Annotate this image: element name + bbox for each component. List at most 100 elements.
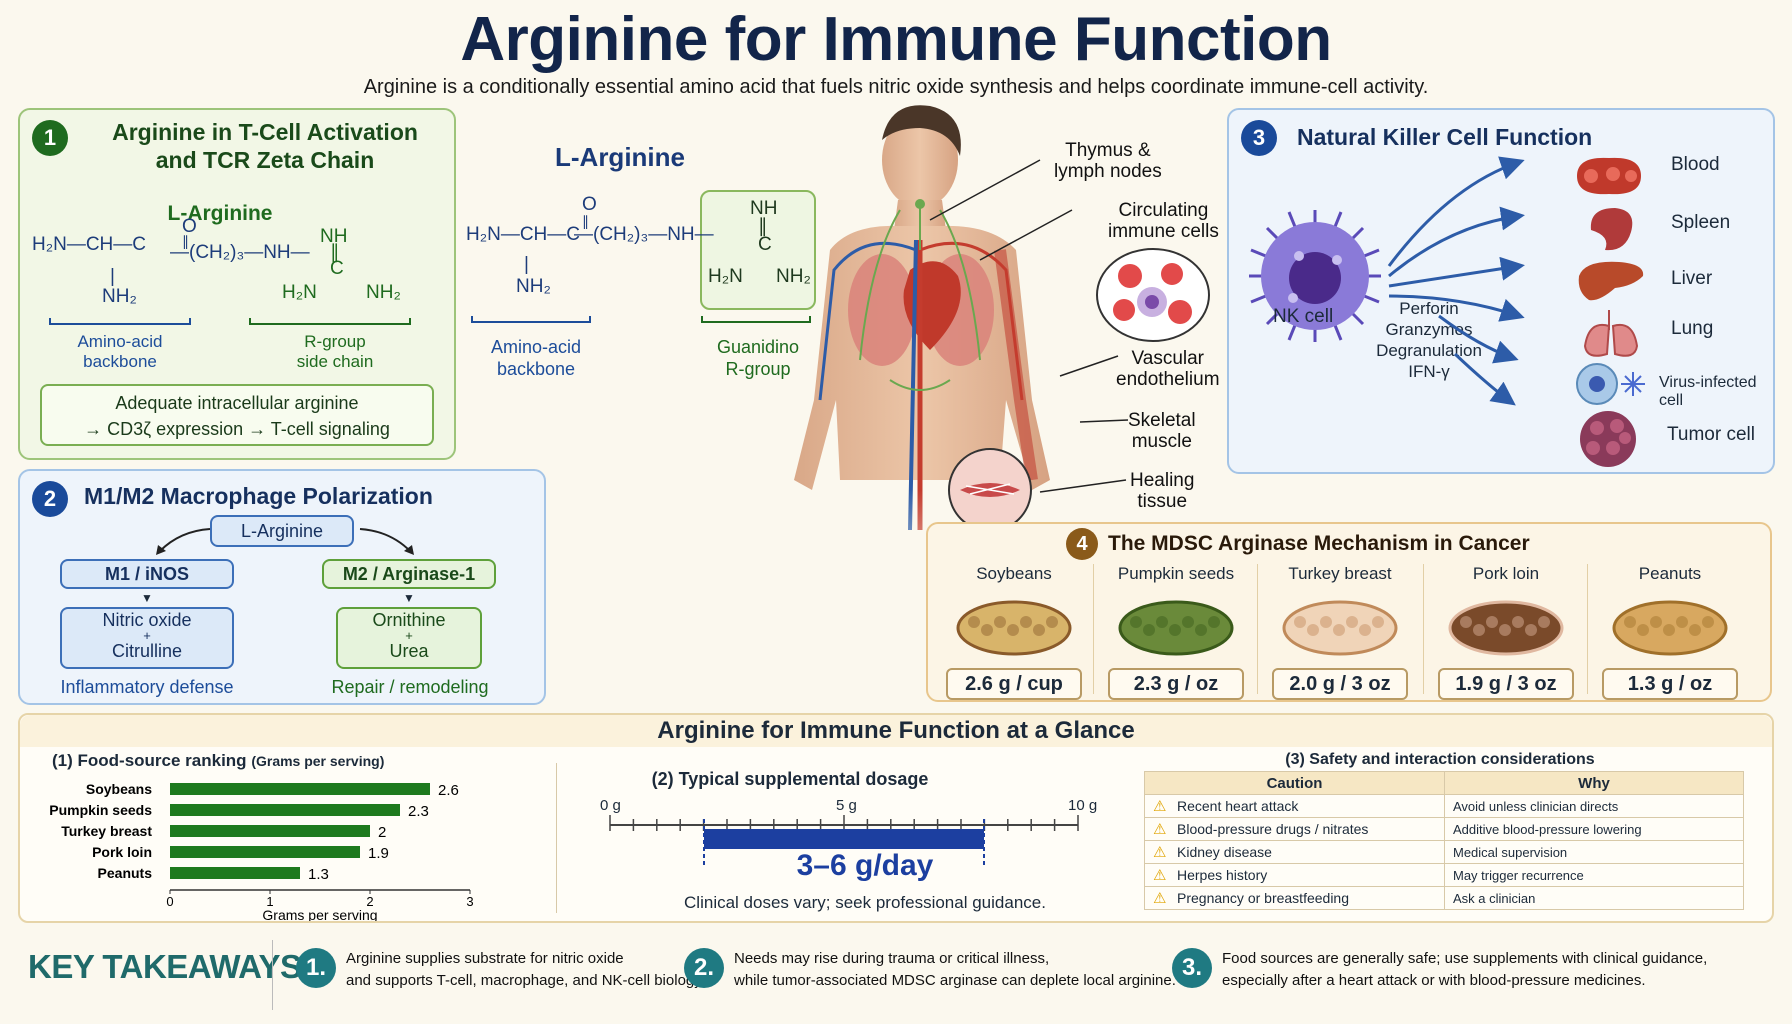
bar-category-label: Turkey breast [61,823,152,839]
dosage-value: 3–6 g/day [796,849,934,882]
m1-product-plus: + [143,628,151,643]
food-image [1612,600,1728,656]
label-line: Circulating [1118,200,1209,221]
food-image [1282,600,1398,656]
safety-why-cell: May trigger recurrence [1444,863,1744,887]
svg-text:∥: ∥ [758,216,768,237]
target-tumor-cell: Tumor cell [1667,424,1755,445]
bar-category-label: Soybeans [86,781,152,797]
target-spleen: Spleen [1671,212,1731,233]
label-line: immune cells [1108,221,1219,242]
m1-node: M1 / iNOS [60,559,234,589]
tcell-note-box: Adequate intracellular arginine → CD3ζ e… [40,384,434,446]
m2-product: Urea [389,641,429,661]
target-lung: Lung [1671,318,1714,339]
m2-node: M2 / Arginase-1 [322,559,496,589]
m1-down-arrow: ▼ [141,591,153,605]
food-image [1448,600,1564,656]
svg-text:∥: ∥ [582,213,589,229]
takeaway-text: Arginine supplies substrate for nitric o… [346,948,705,992]
page-subtitle: Arginine is a conditionally essential am… [363,76,1429,98]
panel-title-line: and TCR Zeta Chain [155,147,375,173]
food-card-divider [1423,564,1424,694]
takeaway-line: especially after a heart attack or with … [1222,972,1646,989]
safety-header-caution: Caution [1144,771,1445,795]
ranking-title: (1) Food-source ranking (Grams per servi… [52,751,384,771]
m2-products-box: Ornithine + Urea [336,607,482,669]
svg-text:∥: ∥ [330,242,340,263]
safety-why-cell: Ask a clinician [1444,886,1744,910]
bar-value-label: 1.9 [368,845,389,862]
safety-caution-text: Recent heart attack [1177,798,1299,814]
warning-icon: ⚠ [1153,867,1167,884]
bar [170,825,370,837]
label-line: tissue [1137,491,1188,512]
nk-cell-label: NK cell [1273,306,1334,327]
panel-number-badge: 2 [32,481,68,517]
label-line: Skeletal [1128,410,1196,431]
rgroup-label: R-group side chain [260,332,410,372]
svg-text:—(CH₂)₃—NH—: —(CH₂)₃—NH— [574,224,714,245]
label-line: lymph nodes [1054,161,1162,182]
bar [170,867,300,879]
panel-macrophage: 2 M1/M2 Macrophage Polarization L-Argini… [18,469,546,705]
rgroup-label-line: R-group [304,332,366,351]
svg-text:|: | [524,254,529,275]
food-card-divider [1587,564,1588,694]
target-virus-infected-cell: Virus-infected cell [1659,374,1757,409]
immune-cells-inset [1096,248,1210,342]
target-blood: Blood [1671,154,1720,175]
macrophage-root-node: L-Arginine [210,515,354,547]
m1-product: Citrulline [111,641,183,661]
svg-text:O: O [582,194,597,215]
safety-caution-cell: ⚠Pregnancy or breastfeeding [1144,886,1445,910]
safety-caution-text: Pregnancy or breastfeeding [1177,890,1349,906]
nk-target-arrows [1387,156,1525,406]
x-tick-label: 2 [366,894,373,909]
safety-title: (3) Safety and interaction consideration… [1285,751,1595,768]
panel-nk-cell: 3 Natural Killer Cell Function NK cell P… [1227,108,1775,474]
m1-products-box: Nitric oxide + Citrulline [60,607,234,669]
dosage-title: (2) Typical supplemental dosage [651,769,929,789]
safety-caution-cell: ⚠Kidney disease [1144,840,1445,864]
warning-icon: ⚠ [1153,821,1167,838]
takeaway-line: Food sources are generally safe; use sup… [1222,950,1708,967]
bar-value-label: 1.3 [308,866,329,883]
center-structure-braces [471,316,811,323]
m2-caption: Repair / remodeling [331,677,489,697]
glance-divider [556,763,557,913]
nk-mechanisms: Perforin Granzymes Degranulation IFN-γ [1369,298,1489,382]
page-title: Arginine for Immune Function [460,5,1332,74]
svg-text:NH₂: NH₂ [102,286,137,307]
food-card-divider [1257,564,1258,694]
center-backbone-line: backbone [496,359,576,379]
arginine-structure-diagram: H₂N—CH—C | NH₂ O ∥ —(CH₂)₃—NH— NH ∥ C H₂… [32,216,411,325]
blood-icon [1577,157,1641,195]
bar-category-label: Pumpkin seeds [49,802,152,818]
safety-caution-cell: ⚠Blood-pressure drugs / nitrates [1144,817,1445,841]
svg-text:∥: ∥ [182,233,189,249]
food-name: Turkey breast [1288,564,1392,583]
svg-text:C: C [330,258,344,279]
panel-number-badge: 3 [1241,120,1277,156]
x-axis-label: Grams per serving [262,907,377,921]
panel-mdsc-foods: 4 The MDSC Arginase Mechanism in Cancer … [926,522,1772,702]
takeaway-text: Needs may rise during trauma or critical… [734,948,1176,992]
food-arginine-value: 2.0 g / 3 oz [1272,668,1408,700]
m2-product-plus: + [405,628,413,643]
m1-caption: Inflammatory defense [60,677,234,697]
svg-text:O: O [182,216,197,237]
label-line: Healing [1130,470,1195,491]
tcell-note-line: Adequate intracellular arginine [115,393,359,413]
food-name: Peanuts [1638,564,1702,583]
label-thymus: Thymus &lymph nodes [1054,140,1162,182]
dosage-tick-10: 10 g [1068,797,1098,814]
ranking-subtitle: (Grams per serving) [251,753,385,769]
food-name: Pumpkin seeds [1117,564,1235,583]
healing-tissue-inset [948,448,1032,532]
target-liver: Liver [1671,268,1713,289]
